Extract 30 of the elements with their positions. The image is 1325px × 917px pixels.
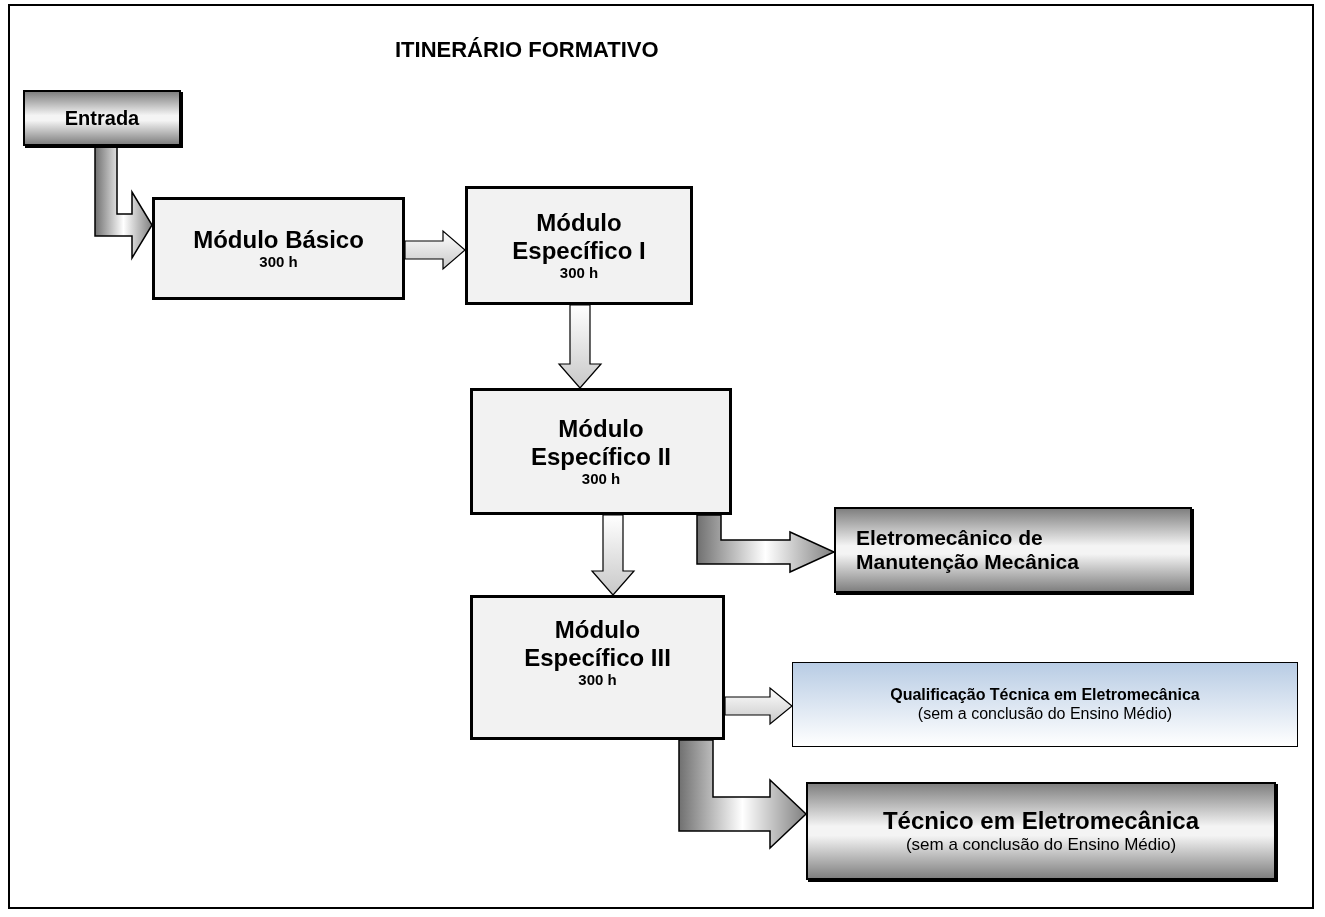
hours-label: 300 h <box>559 264 599 283</box>
box-title: Entrada <box>64 106 140 130</box>
box-title: Módulo Específico II <box>529 414 673 471</box>
process-box <box>23 90 181 146</box>
box-title: Eletromecânico de Manutenção Mecânica <box>856 525 1080 575</box>
box-title: Módulo Básico <box>193 225 364 254</box>
hours-label: 300 h <box>581 470 621 489</box>
hours-label: 300 h <box>259 253 298 272</box>
block-arrow <box>94 145 153 261</box>
box-title: Técnico em Eletromecânica <box>882 807 1200 835</box>
process-box <box>470 388 732 515</box>
hours-label: 300 h <box>578 671 617 690</box>
box-title: Módulo Específico III <box>523 616 672 672</box>
block-arrow <box>590 514 636 596</box>
process-box <box>465 186 693 305</box>
process-box <box>152 197 405 300</box>
box-title: Módulo Específico I <box>511 208 647 265</box>
diagram-title: ITINERÁRIO FORMATIVO <box>395 37 659 63</box>
block-arrow <box>724 686 793 726</box>
block-arrow <box>557 304 603 389</box>
box-note: (sem a conclusão do Ensino Médio) <box>917 704 1173 724</box>
process-box <box>792 662 1298 747</box>
process-box <box>806 782 1276 880</box>
process-box <box>834 507 1192 593</box>
block-arrow <box>404 229 466 271</box>
box-title: Qualificação Técnica em Eletromecânica <box>890 685 1200 705</box>
process-box <box>470 595 725 740</box>
box-note: (sem a conclusão do Ensino Médio) <box>905 834 1177 855</box>
block-arrow <box>678 739 808 850</box>
block-arrow <box>696 514 836 574</box>
